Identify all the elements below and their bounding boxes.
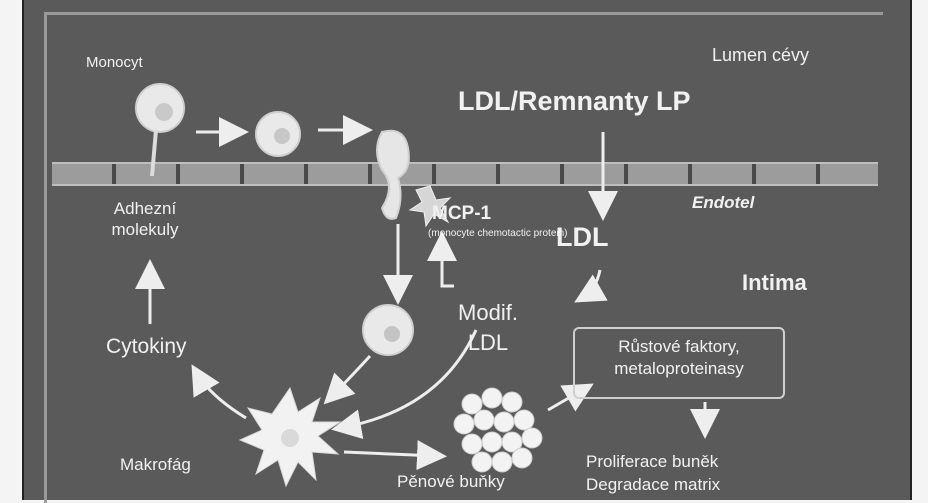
cell-proliferation-label: Proliferace buněk [586,451,720,474]
foam-cells-cluster [454,388,542,472]
monocyte-cell [136,84,184,176]
modified-ldl-label: Modif. LDL [444,298,532,357]
endothelium-label: Endotel [692,194,754,211]
growth-factors-label: Růstové faktory, metaloproteinasy [573,336,785,380]
intima-monocyte [363,305,413,355]
foam-cells-label: Pěnové buňky [397,473,505,490]
cytokines-label: Cytokiny [106,336,187,357]
ldl-remnants-label: LDL/Remnanty LP [458,88,691,115]
macrophage-label: Makrofág [120,456,191,473]
intima-label: Intima [742,272,807,294]
adhesion-molecules-label: Adhezní molekuly [90,198,200,241]
ldl-label: LDL [556,224,608,251]
matrix-degradation-label: Degradace matrix [586,474,720,497]
pathway-arrows [150,130,705,456]
outcome-labels: Proliferace buněk Degradace matrix [586,451,720,497]
rolling-monocyte [256,112,300,156]
lumen-label: Lumen cévy [712,46,809,64]
migrating-monocyte [377,131,409,219]
macrophage-nucleus [281,429,299,447]
mcp-label: MCP-1 [432,204,491,223]
monocyte-label: Monocyt [86,55,143,70]
